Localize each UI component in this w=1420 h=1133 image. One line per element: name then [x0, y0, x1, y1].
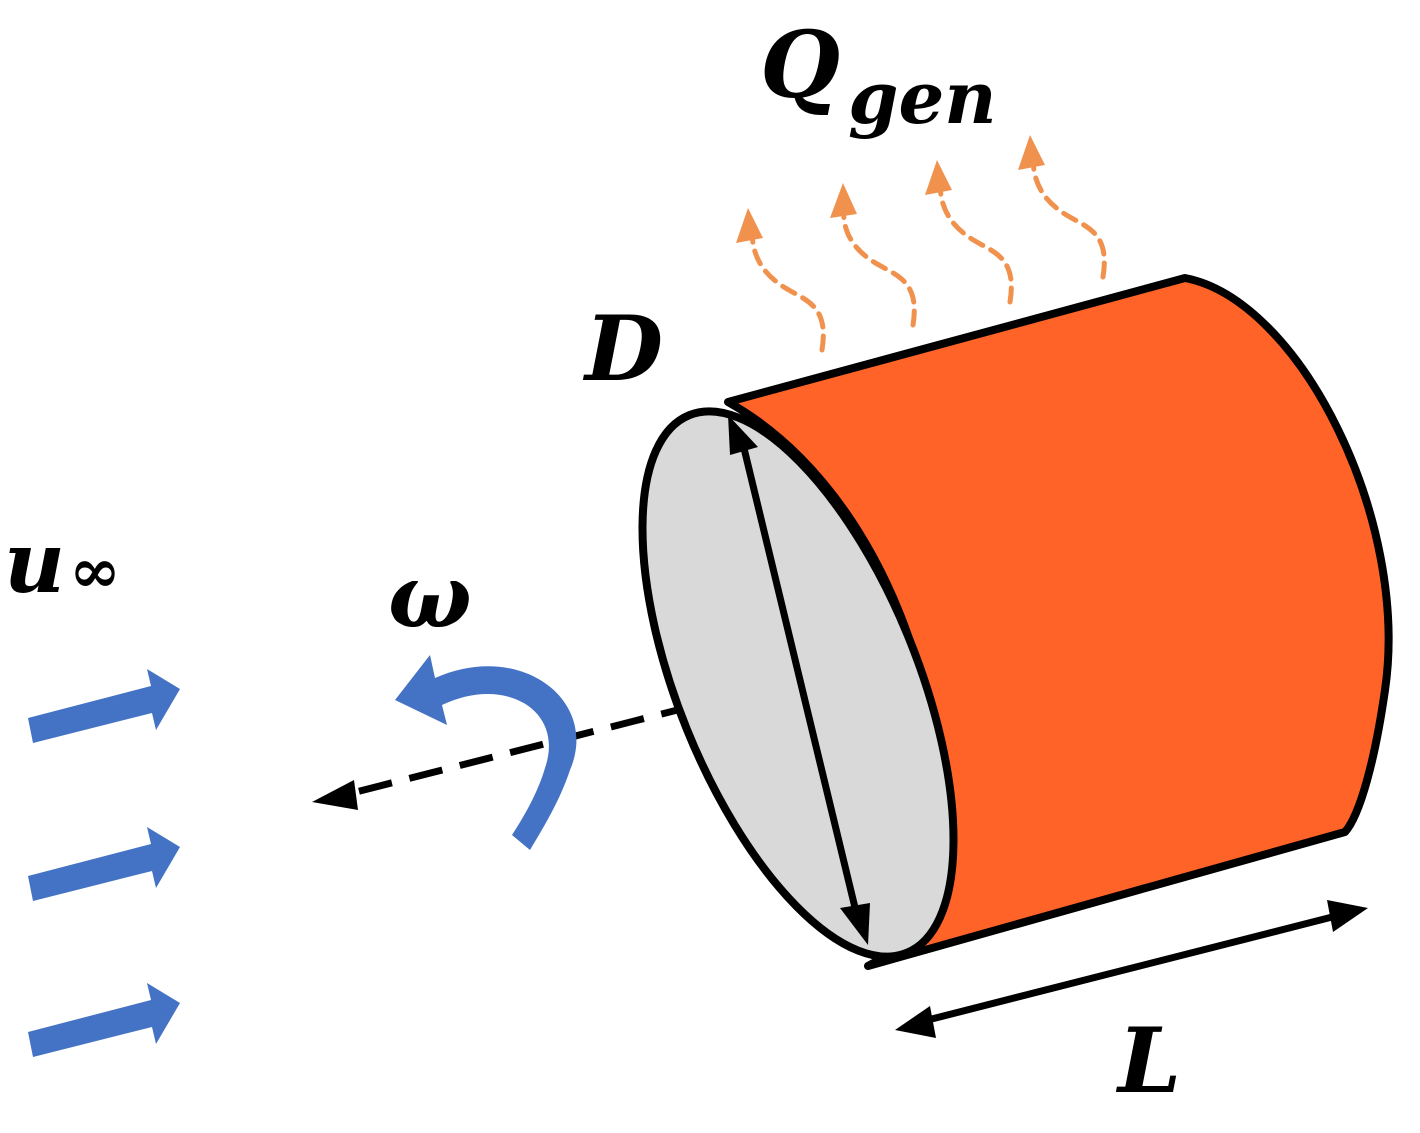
- flow-arrow-1: [28, 669, 180, 743]
- freestream-velocity-label: u∞: [4, 513, 121, 612]
- freestream-arrows: [28, 669, 180, 1057]
- diameter-label: D: [582, 296, 663, 402]
- heat-arrow-1: [736, 208, 826, 353]
- heat-arrow-4: [1018, 135, 1107, 280]
- freestream-subscript: ∞: [69, 534, 121, 607]
- length-arrow: [895, 900, 1368, 1038]
- diameter-arrow: [728, 415, 870, 945]
- heat-arrow-3: [925, 160, 1014, 305]
- heat-arrow-2: [830, 183, 917, 328]
- length-label: L: [1115, 1008, 1181, 1114]
- heat-arrows: [736, 135, 1107, 353]
- axis-arrowhead: [312, 780, 358, 810]
- rotation-label: ω: [388, 544, 472, 648]
- rotation-arrow: [395, 655, 577, 850]
- heat-subscript: gen: [848, 55, 997, 140]
- cylinder: [638, 274, 1393, 970]
- heat-symbol: Q: [760, 11, 840, 119]
- flow-arrow-3: [28, 983, 180, 1057]
- freestream-symbol: u: [4, 513, 65, 612]
- flow-arrow-2: [28, 827, 180, 901]
- rotation-arrow-body: [395, 655, 577, 850]
